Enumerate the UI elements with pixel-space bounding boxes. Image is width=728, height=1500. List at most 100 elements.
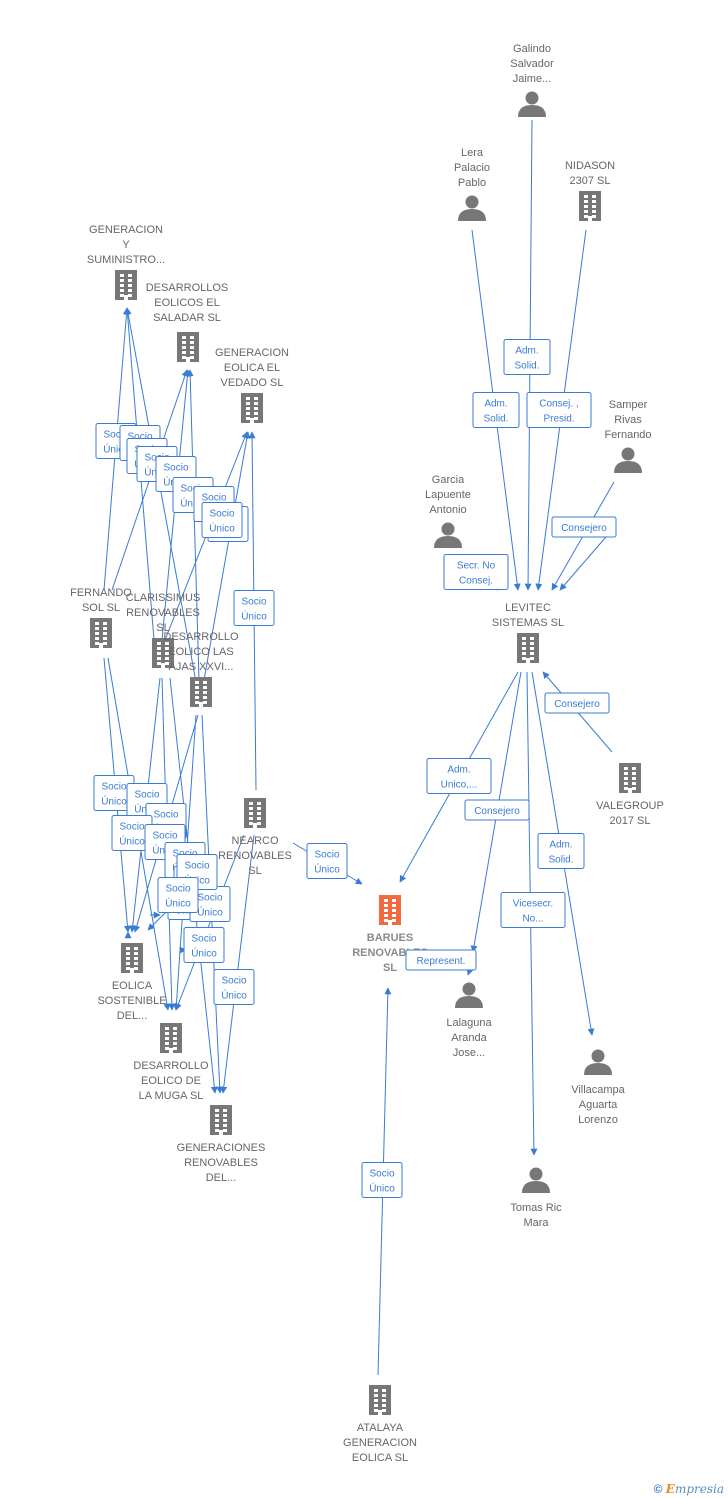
edge-label-text: Único — [101, 795, 127, 808]
edge-label-box — [500, 892, 566, 928]
edge-label-box — [201, 502, 243, 538]
company-node-generacion-sum[interactable]: GENERACIONYSUMINISTRO... — [87, 224, 165, 300]
building-window — [632, 777, 636, 780]
edge-label-text: Único — [165, 897, 191, 910]
building-window — [384, 909, 388, 912]
building-window — [190, 336, 194, 339]
building-window — [592, 215, 596, 218]
building-window — [120, 294, 124, 297]
building-window — [257, 802, 261, 805]
node-label: Lorenzo — [578, 1114, 618, 1126]
edge-label-box — [544, 692, 610, 714]
person-icon — [522, 1167, 550, 1193]
building-window — [190, 346, 194, 349]
node-label: Jaime... — [513, 73, 552, 85]
edge-label-el10[interactable]: Vicesecr.No... — [500, 892, 566, 928]
edge-label-text: Socio — [153, 810, 178, 821]
building-window — [254, 407, 258, 410]
edge-label-text: Socio — [191, 934, 216, 945]
building-door — [99, 643, 103, 648]
company-node-gen-renov[interactable]: GENERACIONESRENOVABLESDEL... — [177, 1105, 266, 1184]
building-window — [120, 284, 124, 287]
edge-label-el6[interactable]: Consejero — [544, 692, 610, 714]
edge-label-text: Adm. — [549, 840, 572, 851]
building-icon — [121, 943, 143, 973]
node-label: Galindo — [513, 43, 551, 55]
building-window — [382, 1399, 386, 1402]
node-label: BARUES — [367, 932, 413, 944]
node-label: EOLICOS EL — [154, 297, 219, 309]
node-label: NIDASON — [565, 160, 615, 172]
person-body — [458, 209, 486, 221]
building-window — [384, 919, 388, 922]
person-node-galindo[interactable]: GalindoSalvadorJaime... — [510, 43, 554, 117]
edge-label-text: Socio — [103, 430, 128, 441]
building-window — [126, 957, 130, 960]
building-door — [378, 1410, 382, 1415]
node-label: Lapuente — [425, 489, 471, 501]
edge-label-text: Único — [191, 947, 217, 960]
person-node-lalaguna[interactable]: LalagunaArandaJose... — [446, 982, 493, 1060]
node-label: RENOVABLES — [126, 607, 200, 619]
building-window — [157, 647, 161, 650]
building-window — [120, 274, 124, 277]
building-body — [90, 618, 112, 648]
node-label: AJAS XXVI... — [169, 661, 234, 673]
person-body — [614, 461, 642, 473]
building-window — [632, 772, 636, 775]
company-node-eolica-sost[interactable]: EOLICASOSTENIBLEDEL... — [97, 943, 167, 1022]
person-body — [434, 536, 462, 548]
node-label: DEL... — [206, 1172, 237, 1184]
building-door — [130, 968, 134, 973]
building-window — [128, 284, 132, 287]
building-icon — [517, 633, 539, 663]
edge-label-el3[interactable]: Consej. ,Presid. — [526, 392, 592, 428]
edge-label-el9[interactable]: Adm.Solid. — [537, 833, 585, 869]
edge-label-el1[interactable]: Adm.Solid. — [503, 339, 551, 375]
building-window — [165, 642, 169, 645]
building-window — [128, 289, 132, 292]
edge-label-el11[interactable]: Represent. — [405, 949, 477, 971]
building-window — [254, 417, 258, 420]
building-window — [126, 952, 130, 955]
edge-label-text: Socio — [241, 597, 266, 608]
edge-label-el4[interactable]: Consejero — [551, 516, 617, 538]
edge-label-el2[interactable]: Adm.Solid. — [472, 392, 520, 428]
edge-label-text: Único — [221, 989, 247, 1002]
edge-label-el8[interactable]: Consejero — [464, 799, 530, 821]
building-window — [195, 686, 199, 689]
person-icon — [584, 1049, 612, 1075]
node-label: DESARROLLO — [133, 1060, 209, 1072]
edge-label-el7[interactable]: Adm.Unico,... — [426, 758, 492, 794]
footer-brand[interactable]: © Empresia — [654, 1482, 724, 1496]
edge-label-text: Consejero — [554, 699, 600, 710]
building-body — [121, 943, 143, 973]
building-window — [95, 637, 99, 640]
